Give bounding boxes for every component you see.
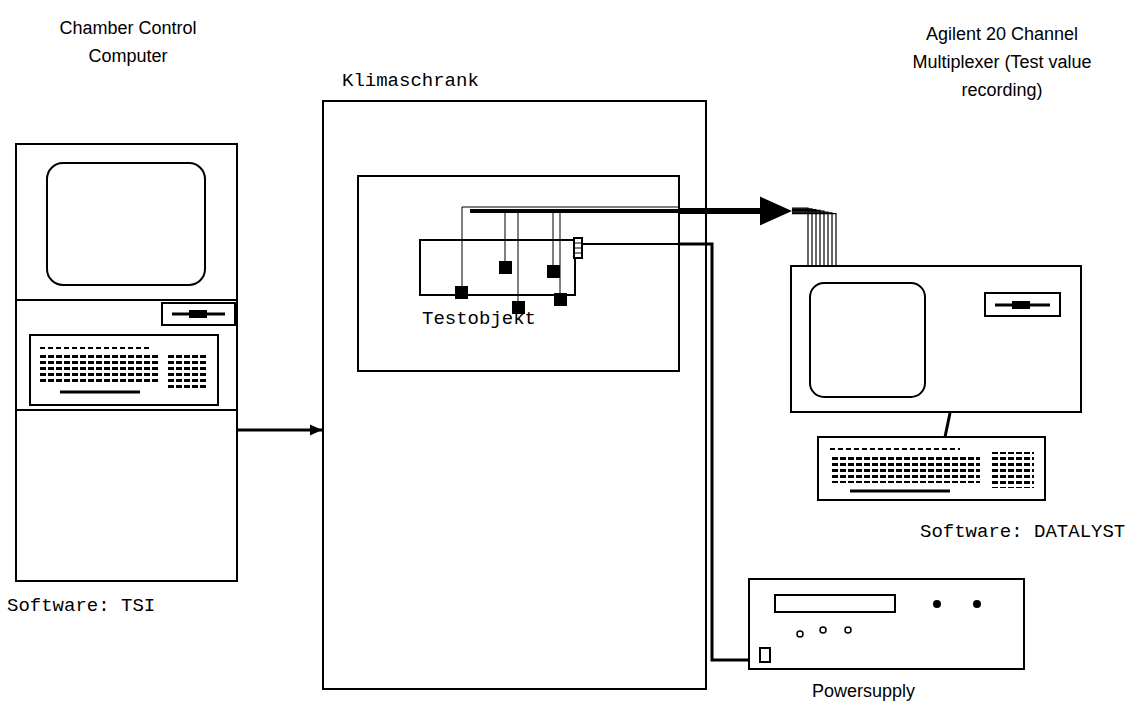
connector: [238, 425, 322, 436]
chamber-computer-detail: [15, 163, 238, 410]
connector: [680, 197, 836, 265]
computer-heading: Chamber Control Computer: [38, 15, 218, 71]
multiplexer-detail: [810, 283, 1060, 500]
software-label: Software: TSI: [7, 595, 155, 618]
arrow-head: [310, 425, 322, 436]
connector: [680, 244, 748, 660]
climate-chamber-box: KlimaschrankTestobjekt: [322, 100, 707, 690]
test-object-detail: [420, 207, 680, 313]
powersupply-box: Powersupply: [748, 578, 1025, 670]
chamber-label: Klimaschrank: [342, 70, 479, 93]
arrow-head: [760, 197, 792, 226]
multiplexer-box: Agilent 20 Channel Multiplexer (Test val…: [790, 265, 1082, 413]
test-space-box: Testobjekt: [357, 175, 680, 372]
software-label: Software: DATALYST: [920, 521, 1125, 544]
multiplexer-heading: Agilent 20 Channel Multiplexer (Test val…: [892, 21, 1112, 105]
powersupply-label: Powersupply: [812, 678, 915, 706]
computer-box: Chamber Control ComputerSoftware: TSI: [15, 143, 238, 582]
test-object-label: Testobjekt: [422, 308, 536, 331]
powersupply-detail: [760, 595, 980, 662]
